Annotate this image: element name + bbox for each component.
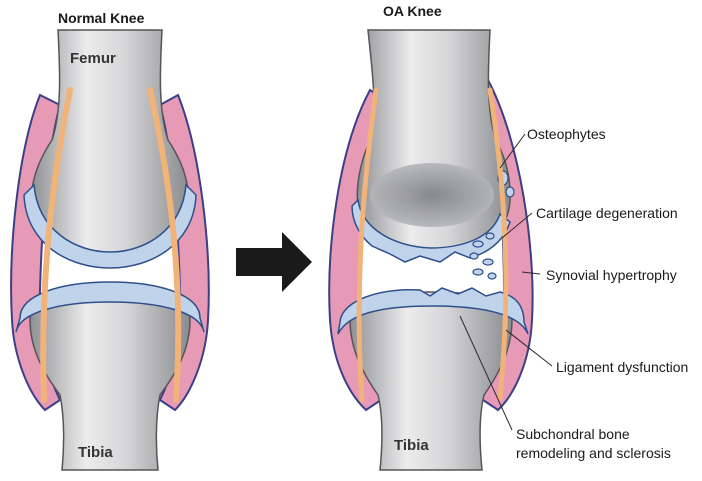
oa-tibia-bone bbox=[350, 292, 512, 470]
cartilage-degeneration-label: Cartilage degeneration bbox=[536, 204, 678, 223]
osteophyte bbox=[506, 187, 514, 197]
tibia-bone bbox=[30, 288, 190, 470]
tibia-label-oa: Tibia bbox=[394, 437, 429, 454]
progression-arrow bbox=[236, 232, 312, 292]
fragment bbox=[473, 241, 483, 247]
ligament-dysfunction-label: Ligament dysfunction bbox=[556, 358, 688, 377]
femur-label: Femur bbox=[70, 50, 116, 67]
oa-knee bbox=[329, 30, 532, 470]
fragment bbox=[473, 269, 483, 275]
osteophytes-label: Osteophytes bbox=[527, 125, 606, 144]
subchondral-label-line2: remodeling and sclerosis bbox=[516, 444, 671, 463]
subchondral-label-line1: Subchondral bone bbox=[516, 425, 671, 444]
tibia-label-normal: Tibia bbox=[78, 444, 113, 461]
fragment bbox=[470, 253, 478, 259]
oa-knee-title: OA Knee bbox=[383, 3, 442, 19]
normal-knee bbox=[11, 30, 209, 470]
normal-knee-title: Normal Knee bbox=[58, 10, 144, 26]
fragment bbox=[488, 273, 496, 279]
fragment bbox=[486, 233, 494, 239]
fragment bbox=[483, 259, 493, 265]
synovial-hypertrophy-label: Synovial hypertrophy bbox=[546, 266, 677, 285]
subchondral-label: Subchondral bone remodeling and sclerosi… bbox=[516, 425, 671, 463]
oa-femur-erosion bbox=[370, 163, 494, 227]
